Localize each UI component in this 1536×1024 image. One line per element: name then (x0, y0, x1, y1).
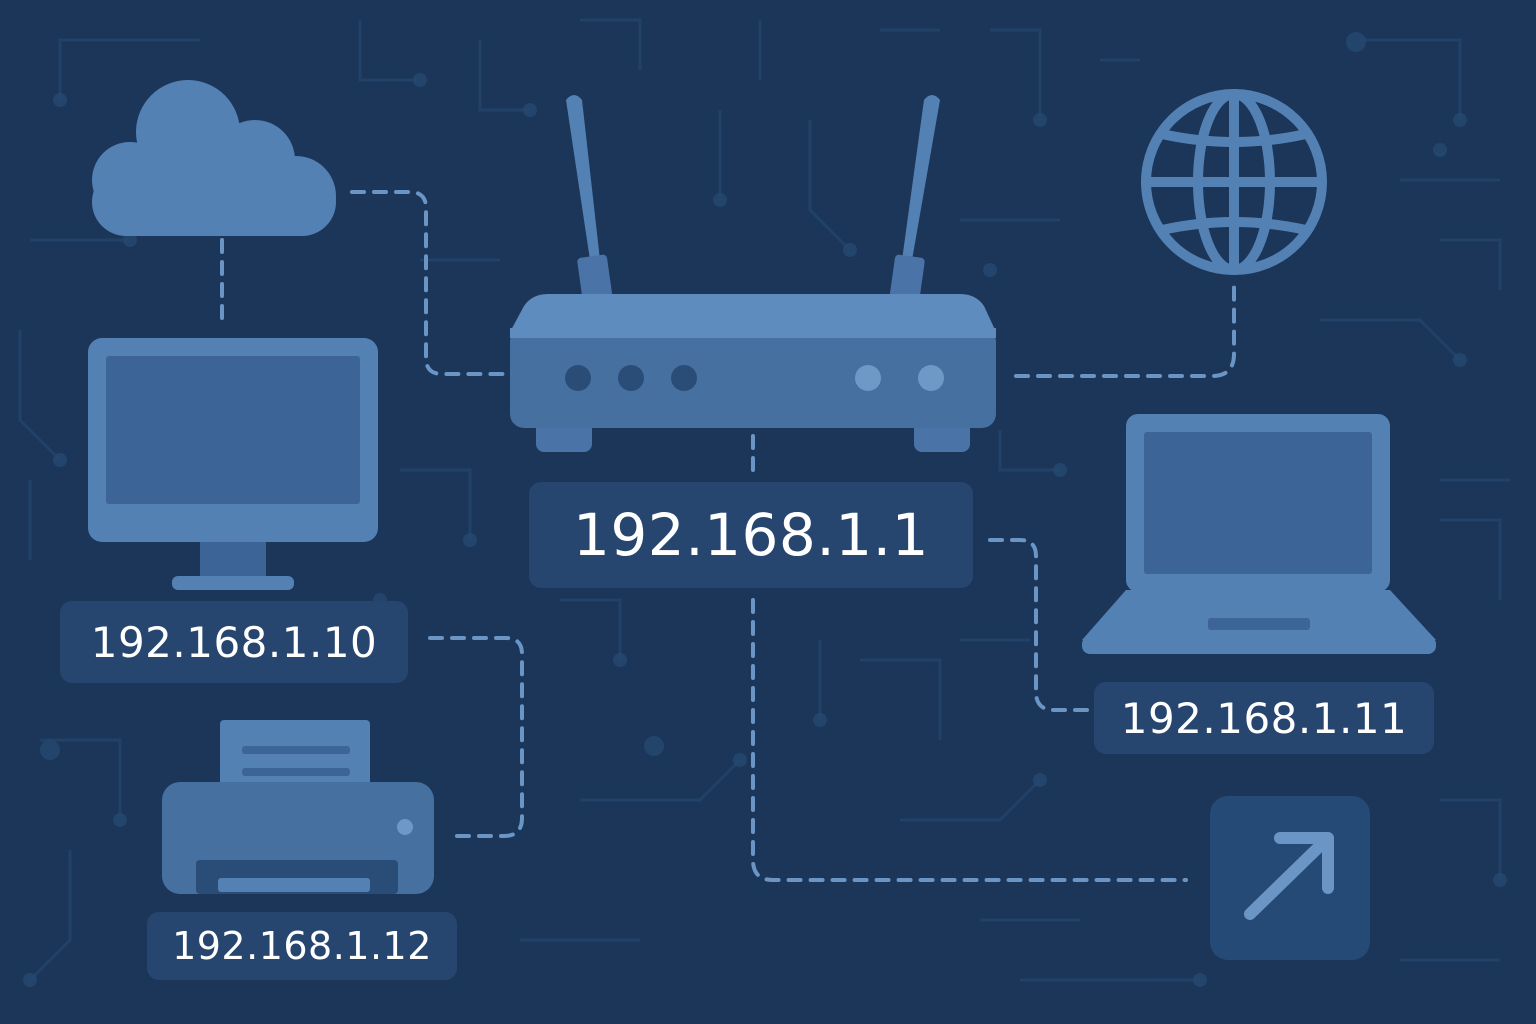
laptop-icon (1082, 414, 1436, 654)
laptop-ip-label: 192.168.1.11 (1094, 682, 1434, 754)
router-led-3 (671, 365, 697, 391)
arrow-up-right-icon (1210, 796, 1370, 960)
connector-cloud-router (350, 190, 514, 376)
router-antenna-left (566, 95, 613, 306)
connector-router-external (751, 598, 1188, 882)
router-ip-label: 192.168.1.1 (529, 482, 973, 588)
router-led-4 (855, 365, 881, 391)
cloud-icon (92, 80, 336, 236)
connectors (220, 190, 1236, 882)
router-led-1 (565, 365, 591, 391)
router-led-2 (618, 365, 644, 391)
printer-icon (162, 720, 434, 894)
connector-router-globe (1014, 284, 1236, 378)
router-led-5 (918, 365, 944, 391)
circuit-dots (23, 32, 1507, 987)
globe-icon (1141, 89, 1327, 275)
desktop-monitor-icon (88, 338, 378, 590)
desktop-ip-label: 192.168.1.10 (60, 601, 408, 683)
printer-ip-label: 192.168.1.12 (147, 912, 457, 980)
circuit-background (18, 18, 1510, 982)
connector-router-laptop (988, 538, 1092, 712)
connector-desktop-printer (428, 636, 524, 838)
router-icon (510, 95, 996, 452)
router-antenna-right (889, 95, 940, 306)
